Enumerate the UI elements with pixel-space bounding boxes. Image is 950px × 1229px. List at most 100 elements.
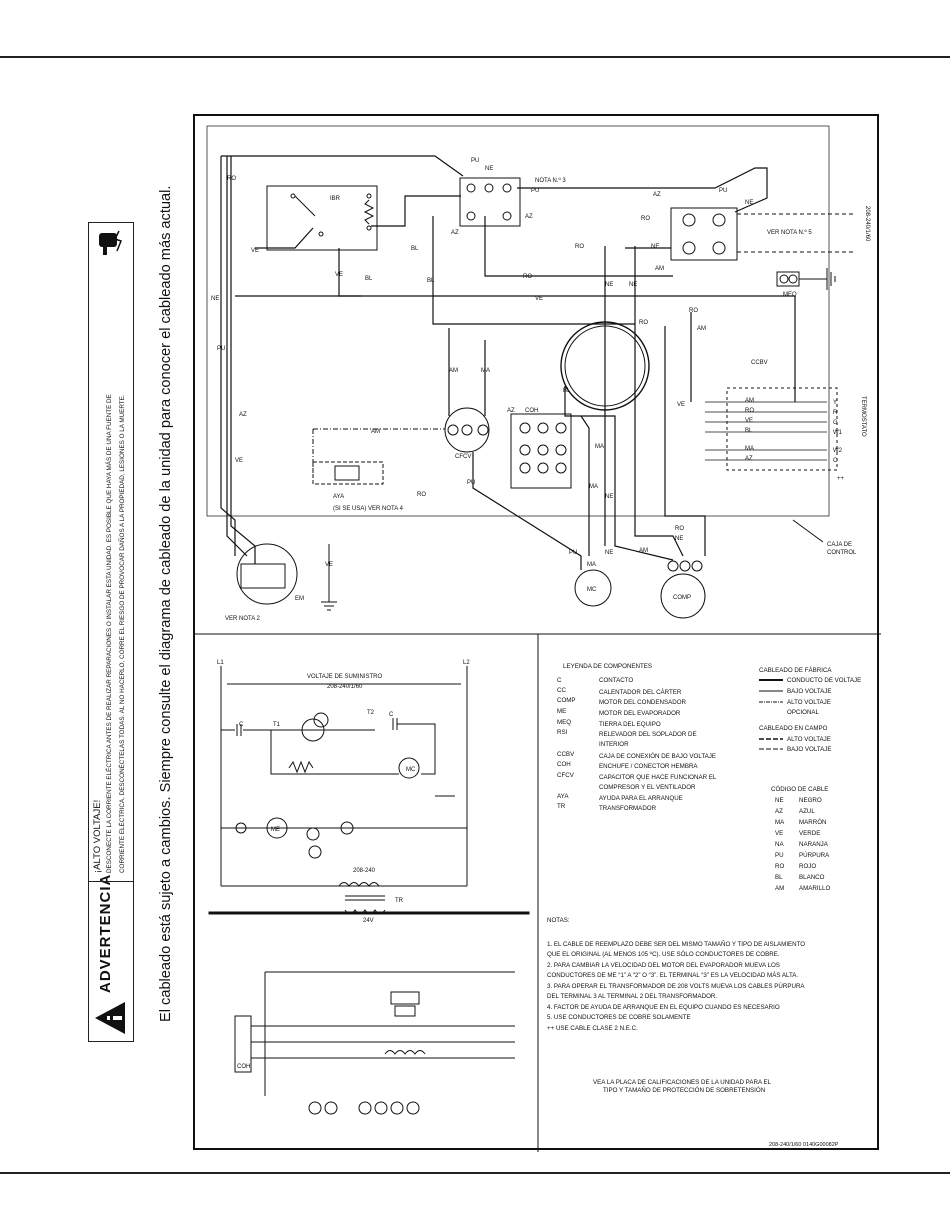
field-title: CABLEADO EN CAMPO (759, 725, 828, 732)
comp-desc-2: MOTOR DEL CONDENSADOR (599, 699, 687, 706)
supply-value: 208-240/1/60 (327, 684, 363, 690)
wire-bl-1: BL (411, 246, 419, 252)
comp-code-9: AYA (557, 793, 569, 800)
warning-box: ADVERTENCIA ¡ALTO VOLTAJE! DESCONECTE LA… (88, 222, 134, 1042)
supply-voltage-vertical: 208-240/1/60 (864, 206, 870, 242)
tstat-az: AZ (745, 456, 753, 462)
em-label: EM (295, 596, 304, 602)
comp-desc-9: AYUDA PARA EL ARRANQUE (599, 795, 683, 802)
ladder-coh: COH (237, 1064, 250, 1070)
note-line-1: QUE EL ORIGINAL (AL MENOS 105 ºC). USE S… (547, 951, 780, 958)
comp-code-6: CCBV (557, 751, 575, 758)
supply-title: VOLTAJE DE SUMINISTRO (307, 674, 382, 680)
term-g: G (833, 420, 838, 426)
wire-ne-comp: NE (675, 536, 683, 542)
wire-ve-long: VE (535, 296, 543, 302)
wire-ne-right: NE (745, 200, 753, 206)
wire-name-6: ROJO (799, 863, 816, 870)
class2-marker: ++ (837, 476, 845, 482)
nota3-label: NOTA N.º 3 (535, 177, 566, 184)
wire-ve-em: VE (325, 562, 333, 568)
wire-pu-left: PU (217, 346, 225, 352)
note-line-2: 2. PARA CAMBIAR LA VELOCIDAD DEL MOTOR D… (547, 962, 780, 969)
transformer-block (459, 177, 521, 227)
wire-pu-mc: PU (569, 550, 577, 556)
wire-code-4: NA (775, 841, 784, 848)
wire-code-8: AM (775, 885, 784, 892)
cfcv-label: CFCV (455, 454, 471, 460)
comp-code-8: CFCV (557, 772, 575, 779)
evaporator-motor (236, 543, 298, 605)
wire-az-mid: AZ (525, 214, 533, 220)
wire-az-top: AZ (653, 192, 661, 198)
factory-title: CABLEADO DE FÁBRICA (759, 667, 832, 674)
ibr-label: IBR (330, 196, 341, 202)
wire-code-7: BL (775, 874, 783, 881)
comp-code-10: TR (557, 803, 566, 810)
ladder-24v: 24V (363, 918, 374, 924)
wire-pu-cap: PU (467, 480, 475, 486)
wire-ve-mid: VE (335, 272, 343, 278)
wire-ro-left: RO (227, 176, 236, 182)
wire-ro-mid: RO (523, 274, 532, 280)
wire-code-6: RO (775, 863, 784, 870)
wire-bl-2: BL (427, 278, 435, 284)
ver-nota2-label: VER NOTA 2 (225, 616, 261, 622)
shock-hazard-icon (97, 229, 125, 257)
field-1: BAJO VOLTAJE (787, 746, 831, 753)
ibr-relay (266, 185, 378, 251)
note-line-0: 1. EL CABLE DE REEMPLAZO DEBE SER DEL MI… (547, 941, 805, 948)
term-c: C (833, 458, 838, 464)
side-note: El cableado está sujeto a cambios. Siemp… (158, 185, 174, 1022)
bottom-rule (0, 1172, 950, 1174)
factory-3: OPCIONAL (787, 709, 820, 716)
wire-code-0: NE (775, 797, 784, 804)
ladder-t1: T1 (273, 722, 281, 728)
comp-code-2: COMP (557, 697, 576, 704)
wire-ne-left: NE (211, 296, 219, 302)
termostato-label: TERMOSTATO (860, 396, 866, 437)
comp-code-4: MEQ (557, 719, 571, 726)
wire-ne-mid2: NE (629, 282, 637, 288)
ladder-me: ME (271, 827, 280, 833)
tstat-ve: VE (745, 418, 753, 424)
contactor (670, 207, 738, 261)
term-r: R (833, 410, 838, 416)
note-line-4: 3. PARA OPERAR EL TRANSFORMADOR DE 208 V… (547, 983, 805, 990)
comp-upper-label: COMP (673, 595, 691, 601)
comp-desc-3: MOTOR DEL EVAPORADOR (599, 710, 681, 717)
notes-footer-1: VEA LA PLACA DE CALIFICACIONES DE LA UNI… (593, 1079, 772, 1086)
wire-name-0: NEGRO (799, 797, 822, 804)
wiring-diagram-frame: IBR NOTA N.º 3 VER NOTA N.º 5 208-240/1/… (193, 114, 881, 1152)
wire-ne-low: NE (605, 494, 613, 500)
wire-name-2: MARRÓN (799, 819, 827, 826)
ladder-mc: MC (406, 767, 416, 773)
wire-ne-mc: NE (605, 550, 613, 556)
ladder-c2: C (389, 712, 394, 718)
comp-desc-6: CAJA DE CONEXIÓN DE BAJO VOLTAJE (599, 753, 716, 760)
note-line-5: DEL TERMINAL 3 AL TERMINAL 2 DEL TRANSFO… (547, 993, 717, 1000)
factory-1: BAJO VOLTAJE (787, 688, 831, 695)
compressor (660, 573, 706, 619)
top-rule (0, 56, 950, 58)
comp-desc-4: TIERRA DEL EQUIPO (599, 721, 661, 728)
wire-pu-right: PU (719, 188, 727, 194)
wire-az-coh: AZ (507, 408, 515, 414)
wire-pu-mid: PU (531, 188, 539, 194)
tstat-ma: MA (745, 446, 754, 452)
wire-az-2: AZ (451, 230, 459, 236)
wire-ne-c: NE (651, 244, 659, 250)
tstat-am: AM (745, 398, 754, 404)
ladder-tr: TR (395, 898, 404, 904)
warning-triangle-icon (94, 1001, 128, 1035)
warning-text-line2: CORRIENTE ELÉCTRICA, DESCONÉCTELAS TODAS… (119, 394, 126, 873)
note-line-8: ++ USE CABLE CLASE 2 N.E.C. (547, 1025, 638, 1032)
tstat-bl: BL (745, 428, 753, 434)
comp-code-5: RSI (557, 729, 568, 736)
condenser-motor (574, 569, 612, 607)
meq-label: MEQ (783, 292, 797, 298)
wire-ro-aya: RO (417, 492, 426, 498)
note-line-7: 5. USE CONDUCTORES DE COBRE SOLAMENTE (547, 1014, 691, 1021)
wire-code-1: AZ (775, 808, 783, 815)
wire-am-right: AM (697, 326, 706, 332)
